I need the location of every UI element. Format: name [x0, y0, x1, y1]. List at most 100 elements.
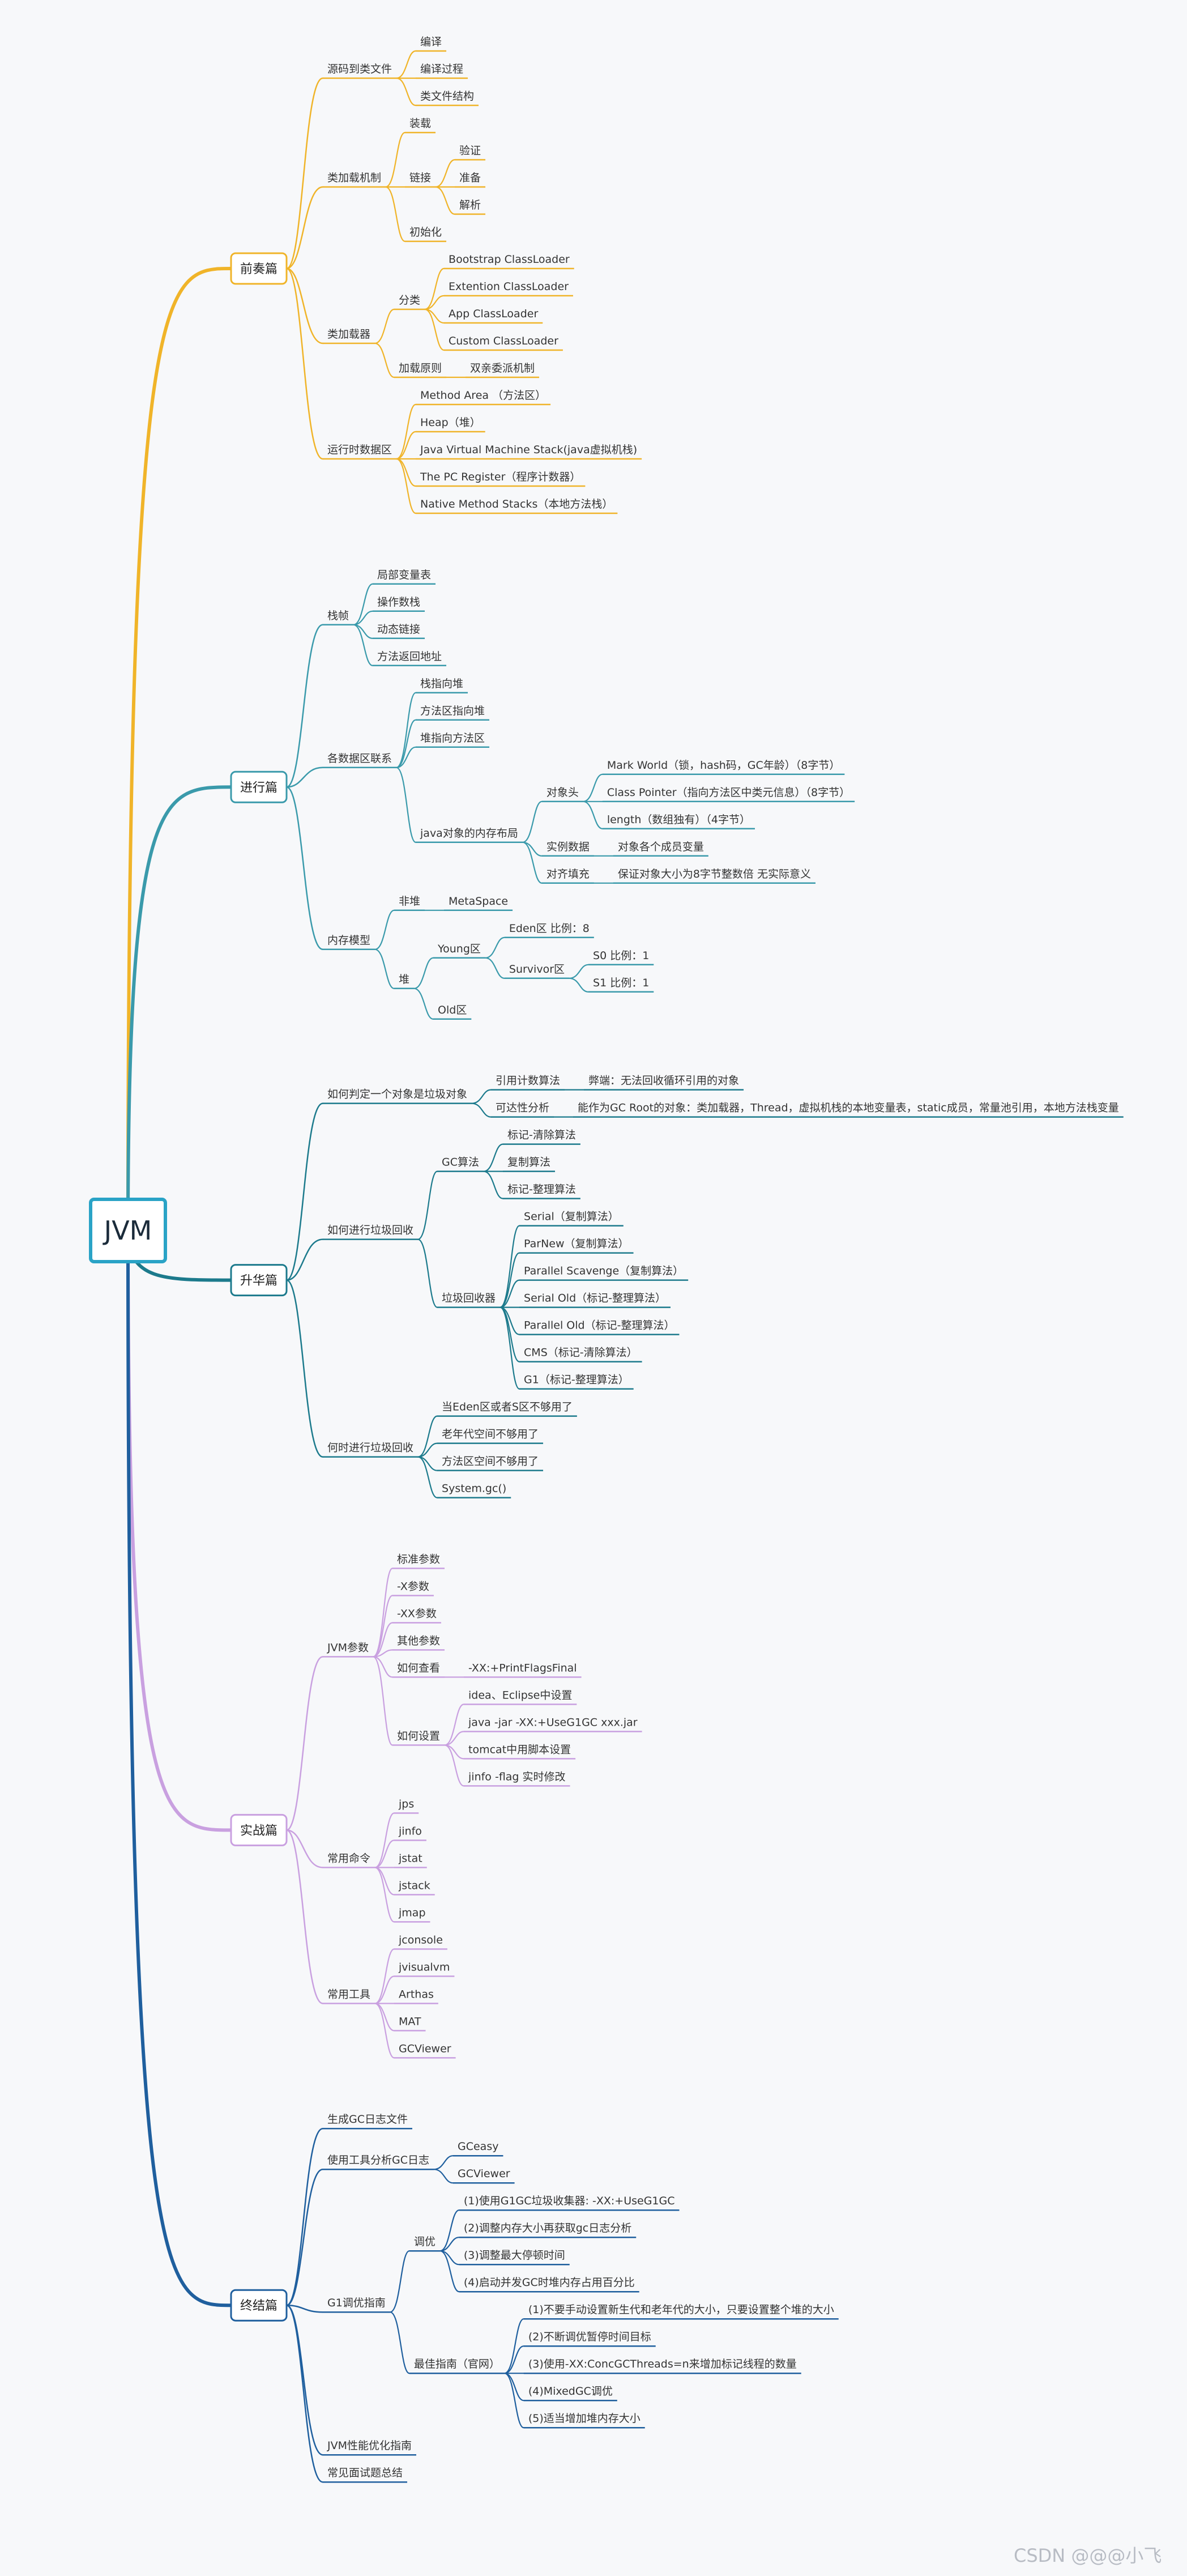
node-label: 堆: [399, 973, 409, 986]
chapter-label: 终结篇: [240, 2299, 277, 2313]
node-label: 何时进行垃圾回收: [327, 1442, 413, 1454]
node-label: (1)使用G1GC垃圾收集器: -XX:+UseG1GC: [464, 2195, 675, 2207]
node-label: The PC Register（程序计数器）: [420, 471, 580, 483]
node-label: Custom ClassLoader: [449, 335, 558, 347]
node-label: App ClassLoader: [449, 308, 538, 320]
node-label: S0 比例：1: [593, 949, 649, 962]
chapter-box: [230, 770, 288, 803]
node-label: Java Virtual Machine Stack(java虚拟机栈): [420, 444, 637, 456]
node-label: 可达性分析: [496, 1102, 549, 1114]
node-label: G1（标记-整理算法）: [524, 1374, 629, 1386]
node-label: 标准参数: [397, 1553, 440, 1565]
node-label: jinfo -flag 实时修改: [468, 1770, 566, 1783]
node-label: 如何查看: [397, 1662, 440, 1674]
node-label: 常用命令: [327, 1852, 370, 1864]
node-label: (2)不断调优暂停时间目标: [528, 2331, 651, 2343]
node-label: 老年代空间不够用了: [442, 1428, 539, 1441]
node-label: 初始化: [409, 226, 442, 239]
chapter-box: [230, 1813, 288, 1846]
node-label: 方法区指向堆: [420, 705, 485, 717]
chapter-box: [230, 252, 288, 285]
node-label: -XX:+PrintFlagsFinal: [468, 1662, 577, 1674]
node-label: 分类: [399, 294, 420, 306]
mindmap-nodes: 前奏篇源码到类文件编译编译过程类文件结构类加载机制装载链接验证准备解析初始化类加…: [89, 36, 1119, 2479]
node-label: -X参数: [397, 1580, 429, 1593]
node-label: Heap（堆）: [420, 416, 481, 429]
node-label: 装载: [409, 117, 431, 130]
node-label: Arthas: [399, 1988, 434, 2000]
node-label: Survivor区: [509, 963, 565, 976]
node-label: (3)调整最大停顿时间: [464, 2249, 565, 2262]
root-box: [89, 1198, 167, 1263]
node-label: jconsole: [398, 1934, 443, 1946]
node-label: 使用工具分析GC日志: [327, 2154, 429, 2166]
node-label: GCViewer: [399, 2042, 451, 2055]
node-label: G1调优指南: [327, 2297, 386, 2309]
watermark: CSDN @@@小飞: [1014, 2545, 1162, 2566]
node-label: 弊端：无法回收循环引用的对象: [588, 1075, 739, 1087]
node-label: 链接: [409, 172, 431, 184]
node-label: 常见面试题总结: [327, 2467, 403, 2479]
node-label: GCeasy: [458, 2140, 498, 2153]
node-label: 方法返回地址: [377, 650, 442, 663]
node-label: 运行时数据区: [327, 444, 392, 456]
node-label: 非堆: [399, 895, 420, 908]
node-label: jvisualvm: [398, 1961, 450, 1973]
chapter-label: 升华篇: [240, 1274, 277, 1288]
node-label: 其他参数: [397, 1634, 440, 1647]
node-label: length（数组独有）（4字节）: [607, 814, 750, 826]
node-label: S1 比例：1: [593, 977, 649, 989]
node-label: 加载原则: [399, 362, 442, 374]
node-label: jstat: [398, 1852, 422, 1864]
node-label: Parallel Old（标记-整理算法）: [524, 1319, 674, 1332]
chapter-box: [230, 1264, 288, 1297]
node-label: Class Pointer（指向方法区中类元信息）（8字节）: [607, 786, 850, 799]
node-label: GC算法: [442, 1156, 479, 1169]
node-label: 编译过程: [420, 63, 463, 75]
node-label: idea、Eclipse中设置: [468, 1689, 572, 1701]
node-label: 标记-整理算法: [507, 1183, 576, 1196]
node-label: 局部变量表: [377, 569, 431, 581]
node-label: 编译: [420, 36, 442, 48]
node-label: 复制算法: [507, 1156, 550, 1169]
node-label: Serial（复制算法）: [524, 1211, 619, 1223]
node-label: 最佳指南（官网）: [414, 2358, 500, 2370]
node-label: 类文件结构: [420, 90, 474, 103]
node-label: jstack: [398, 1879, 430, 1892]
node-label: 垃圾回收器: [442, 1292, 496, 1305]
node-label: Parallel Scavenge（复制算法）: [524, 1265, 684, 1278]
node-label: 源码到类文件: [327, 63, 392, 75]
node-label: 验证: [459, 144, 481, 157]
node-label: Method Area （方法区）: [420, 389, 546, 402]
node-label: 调优: [414, 2236, 435, 2248]
mindmap-edges: [126, 50, 1124, 2483]
node-label: 动态链接: [377, 623, 420, 636]
node-label: Mark World（锁，hash码，GC年龄）（8字节）: [607, 759, 840, 772]
node-label: (5)适当增加堆内存大小: [528, 2412, 641, 2425]
node-label: (2)调整内存大小再获取gc日志分析: [464, 2222, 631, 2234]
node-label: 栈帧: [327, 610, 349, 622]
node-label: 引用计数算法: [496, 1075, 560, 1087]
node-label: Bootstrap ClassLoader: [449, 253, 570, 266]
node-label: jps: [398, 1798, 414, 1810]
node-label: 对齐填充: [546, 868, 590, 880]
node-label: Old区: [438, 1004, 467, 1016]
node-label: 各数据区联系: [327, 752, 392, 765]
node-label: (3)使用-XX:ConcGCThreads=n来增加标记线程的数量: [528, 2358, 797, 2370]
node-label: jmap: [398, 1906, 426, 1919]
node-label: CMS（标记-清除算法）: [524, 1347, 638, 1359]
node-label: JVM性能优化指南: [327, 2439, 412, 2452]
node-label: Extention ClassLoader: [449, 280, 569, 293]
node-label: java -jar -XX:+UseG1GC xxx.jar: [468, 1716, 638, 1728]
node-label: 标记-清除算法: [507, 1129, 576, 1142]
node-label: -XX参数: [397, 1607, 437, 1620]
node-label: 如何进行垃圾回收: [327, 1224, 413, 1237]
node-label: MetaSpace: [449, 895, 508, 908]
node-label: 内存模型: [327, 934, 370, 947]
node-label: 生成GC日志文件: [327, 2113, 408, 2126]
node-label: 准备: [459, 172, 481, 184]
node-label: 解析: [459, 199, 481, 211]
node-label: 保证对象大小为8字节整数倍 无实际意义: [618, 868, 811, 880]
node-label: 当Eden区或者S区不够用了: [442, 1401, 573, 1413]
node-label: System.gc(): [442, 1483, 506, 1495]
